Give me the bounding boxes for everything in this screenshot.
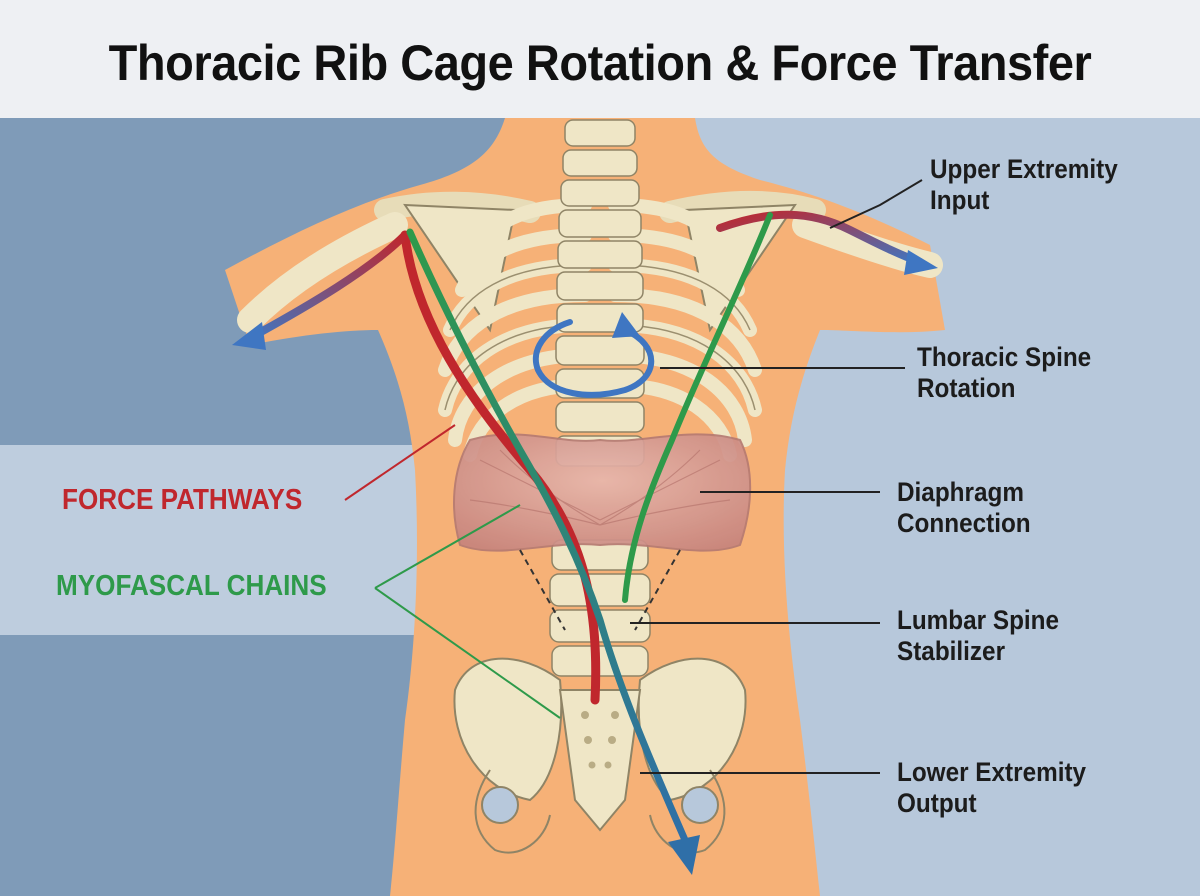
right-clavicle bbox=[659, 190, 826, 223]
myofascial-chain-right bbox=[622, 212, 773, 603]
label-lower-extremity-line1: Lower Extremity bbox=[897, 757, 1087, 787]
arrow-left-icon bbox=[232, 322, 266, 350]
legend-force-pathways: FORCE PATHWAYS bbox=[62, 484, 303, 516]
spine bbox=[549, 119, 651, 677]
page-title: Thoracic Rib Cage Rotation & Force Trans… bbox=[108, 35, 1092, 91]
label-upper-extremity: Upper Extremity Input bbox=[930, 154, 1118, 216]
label-lumbar-spine-line1: Lumbar Spine bbox=[897, 605, 1060, 635]
force-pathway-arm-left bbox=[246, 231, 409, 342]
left-clavicle bbox=[374, 191, 541, 223]
label-upper-extremity-line2: Input bbox=[930, 185, 990, 215]
legend-myofascial-chains: MYOFASCAL CHAINS bbox=[56, 570, 327, 602]
rotation-arrow-icon bbox=[532, 312, 655, 398]
legend-band bbox=[0, 445, 460, 635]
label-diaphragm-line1: Diaphragm bbox=[897, 477, 1024, 507]
leader-lines bbox=[344, 179, 923, 774]
label-thoracic-spine-line1: Thoracic Spine bbox=[917, 342, 1092, 372]
title-bar: Thoracic Rib Cage Rotation & Force Trans… bbox=[0, 0, 1200, 118]
label-diaphragm-line2: Connection bbox=[897, 508, 1031, 538]
label-lumbar-spine-line2: Stabilizer bbox=[897, 636, 1006, 666]
diaphragm-crus-left bbox=[519, 549, 566, 631]
label-thoracic-spine: Thoracic Spine Rotation bbox=[917, 342, 1091, 404]
diaphragm-crus-right bbox=[634, 549, 681, 631]
force-pathway-arm-right bbox=[716, 210, 924, 266]
left-humerus bbox=[237, 212, 408, 333]
sacral-foramina bbox=[581, 711, 619, 769]
label-lower-extremity: Lower Extremity Output bbox=[897, 757, 1086, 819]
myofascial-chain-left bbox=[406, 228, 689, 844]
label-lower-extremity-line2: Output bbox=[897, 788, 977, 818]
label-lumbar-spine: Lumbar Spine Stabilizer bbox=[897, 605, 1059, 667]
arrow-down-icon bbox=[668, 835, 700, 875]
label-upper-extremity-line1: Upper Extremity bbox=[930, 154, 1118, 184]
arrow-right-icon bbox=[904, 250, 938, 275]
label-thoracic-spine-line2: Rotation bbox=[917, 373, 1016, 403]
label-diaphragm: Diaphragm Connection bbox=[897, 477, 1031, 539]
